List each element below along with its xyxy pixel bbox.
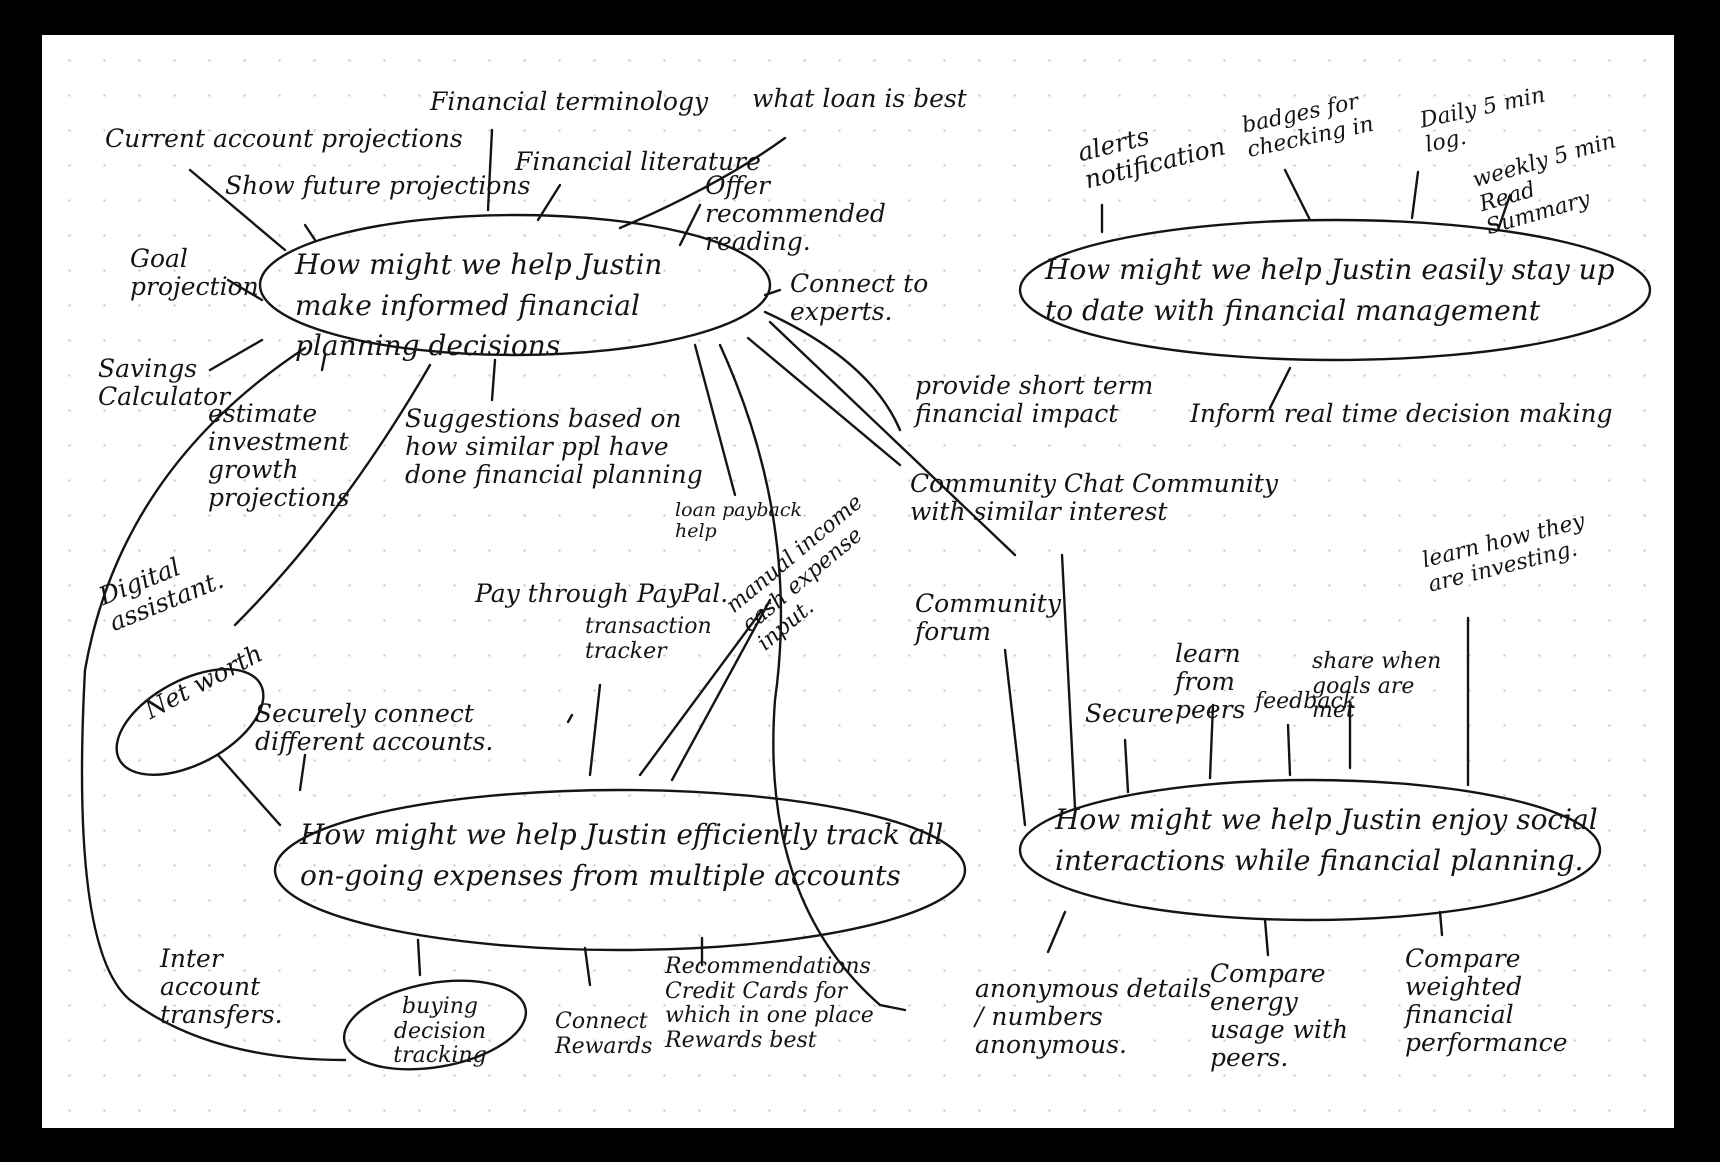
buying-decision-outline: [342, 979, 528, 1071]
idea-buying-decision: buying decision tracking: [393, 994, 487, 1069]
idea-learn-from-peers: learn from peers: [1175, 639, 1246, 724]
idea-financial-terminology: Financial terminology: [430, 87, 709, 116]
idea-transaction-tracker: transaction tracker: [585, 614, 712, 664]
connector: [588, 683, 602, 777]
idea-connect-rewards: Connect Rewards: [555, 1009, 653, 1059]
idea-short-term-impact: provide short term financial impact: [915, 371, 1154, 428]
idea-securely-connect: Securely connect different accounts.: [255, 699, 494, 756]
idea-inter-account-transfers: Inter account transfers.: [160, 944, 283, 1029]
idea-pay-through-paypal: Pay through PayPal.: [475, 579, 729, 608]
connector: [746, 336, 902, 467]
connector: [1123, 738, 1130, 794]
idea-community-chat: Community Chat Community with similar in…: [910, 469, 1278, 526]
idea-credit-card-recommendations: Recommendations Credit Cards for which i…: [665, 954, 874, 1053]
connector: [763, 310, 902, 432]
connector: [536, 183, 562, 222]
connector: [1003, 648, 1027, 827]
connector: [298, 753, 307, 792]
connector: [718, 343, 907, 1012]
connector: [188, 168, 287, 252]
connector: [1438, 910, 1444, 937]
hub-outline-social: [1018, 778, 1602, 922]
idea-suggestions: Suggestions based on how similar ppl hav…: [405, 404, 703, 489]
idea-loan-best: what loan is best: [752, 84, 967, 113]
connector: [226, 278, 264, 302]
idea-compare-energy: Compare energy usage with peers.: [1210, 959, 1349, 1072]
idea-community-forum: Community forum: [915, 589, 1061, 646]
connector: [233, 363, 432, 627]
idea-feedback: feedback: [1255, 689, 1357, 714]
connector: [303, 223, 317, 242]
connector: [693, 343, 737, 497]
idea-real-time-decisions: Inform real time decision making: [1190, 399, 1613, 428]
connector: [583, 946, 592, 987]
connector: [618, 136, 787, 230]
hub-outline-track: [273, 788, 967, 952]
connector: [1060, 553, 1077, 810]
idea-recommended-reading: Offer recommended reading.: [705, 171, 886, 256]
connector: [670, 598, 772, 782]
connector: [1410, 170, 1420, 220]
connector: [80, 346, 347, 1062]
connector: [1208, 703, 1215, 780]
connector: [1496, 193, 1512, 232]
idea-loan-payback: loan payback help: [675, 499, 802, 543]
connector: [566, 713, 574, 724]
connector: [1268, 366, 1292, 410]
connector: [216, 753, 282, 827]
idea-financial-literature: Financial literature: [515, 147, 761, 176]
idea-connect-experts: Connect to experts.: [790, 269, 929, 326]
idea-compare-weighted: Compare weighted financial performance: [1405, 944, 1568, 1057]
connector: [768, 320, 1017, 557]
idea-goal-projection: Goal projection: [130, 244, 259, 301]
hub-stay-up-to-date: How might we help Justin easily stay up …: [1045, 253, 1615, 327]
net-worth-outline: [115, 668, 265, 776]
connector: [320, 353, 327, 372]
idea-future-projections: Show future projections: [225, 171, 531, 200]
hub-outline-uptodate: [1018, 218, 1652, 362]
idea-current-projections: Current account projections: [105, 124, 463, 153]
connector: [208, 338, 264, 372]
notebook-page: [42, 35, 1674, 1128]
idea-share-goals: share when goals are met: [1312, 649, 1442, 724]
connector: [678, 203, 702, 247]
idea-investment-growth: estimate investment growth projections: [208, 399, 350, 512]
connector: [1286, 723, 1292, 777]
idea-anonymous-details: anonymous details / numbers anonymous.: [975, 974, 1212, 1059]
hub-social-interactions: How might we help Justin enjoy social in…: [1055, 803, 1598, 877]
idea-secure: Secure: [1085, 699, 1174, 728]
hub-track-expenses: How might we help Justin efficiently tra…: [300, 818, 944, 892]
connector: [486, 128, 494, 212]
connector: [416, 938, 422, 977]
connector: [638, 608, 764, 777]
connector: [1263, 918, 1270, 957]
connector: [490, 358, 497, 402]
connector: [1046, 910, 1067, 954]
connector: [763, 288, 782, 297]
hub-outline-informed: [258, 213, 772, 357]
connector: [1283, 168, 1312, 222]
idea-savings-calculator: Savings Calculator: [98, 354, 231, 411]
hub-informed-decisions: How might we help Justin make informed f…: [295, 248, 663, 363]
